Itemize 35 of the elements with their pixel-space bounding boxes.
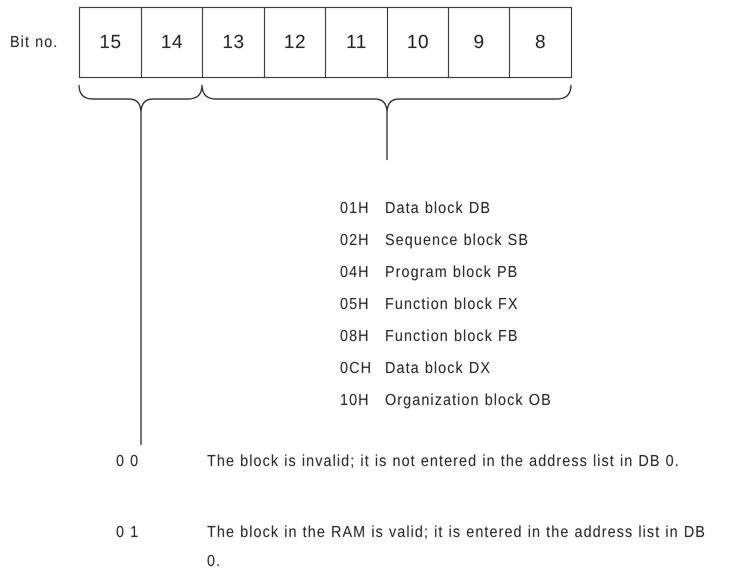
hex-code: 02H — [340, 231, 370, 251]
description: The block is invalid; it is not entered in the address list in DB 0. — [207, 452, 681, 472]
hex-code: 0CH — [340, 359, 372, 379]
hex-code: 08H — [340, 327, 370, 347]
bit-number: 10 — [406, 32, 430, 54]
description: The block in the RAM is valid; it is entered in the address list in DB 0. — [207, 523, 707, 572]
bit-cell — [141, 7, 203, 78]
bit-number: 13 — [222, 32, 245, 54]
block-type: Function block FX — [385, 295, 519, 315]
bit-value: 0 1 — [116, 523, 140, 543]
block-type: Sequence block SB — [385, 231, 530, 251]
hex-code: 05H — [340, 295, 370, 315]
bit-number: 8 — [534, 32, 546, 54]
bit-number: 12 — [284, 32, 306, 54]
bit-value: 0 0 — [116, 452, 140, 472]
block-type: Data block DX — [385, 359, 492, 379]
block-type: Function block FB — [385, 327, 519, 347]
bit-cell — [264, 7, 326, 78]
bit-number: 14 — [160, 32, 184, 54]
bit-cell — [509, 7, 572, 78]
bit-cell — [448, 7, 510, 78]
hex-code: 10H — [340, 391, 370, 411]
bit-number: 15 — [99, 32, 122, 54]
bit-cell — [79, 7, 142, 78]
block-type: Organization block OB — [385, 391, 552, 411]
block-type: Program block PB — [385, 263, 518, 283]
hex-code: 01H — [340, 199, 370, 219]
bit-number: 11 — [346, 32, 367, 54]
bit-cell — [202, 7, 265, 78]
hex-code: 04H — [340, 263, 370, 283]
bit-number: 9 — [473, 32, 485, 54]
bit-cell — [325, 7, 388, 78]
row-label: Bit no. — [10, 33, 58, 53]
bit-cell — [387, 7, 449, 78]
block-type: Data block DB — [385, 199, 492, 219]
